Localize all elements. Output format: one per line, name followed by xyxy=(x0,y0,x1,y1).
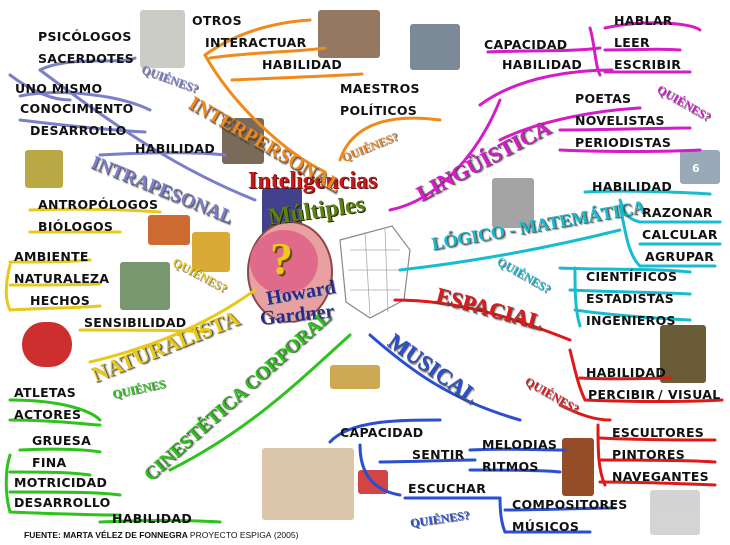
center-title-line1: Inteligencias xyxy=(248,168,378,194)
musical-item: COMPOSITORES xyxy=(512,497,628,512)
intrapersonal-item: HABILIDAD xyxy=(135,141,216,156)
logico-item: HABILIDAD xyxy=(592,179,673,194)
musical-item: RITMOS xyxy=(482,459,539,474)
espacial-item: HABILIDAD xyxy=(586,365,667,380)
espacial-item: ESCULTORES xyxy=(612,425,705,440)
linguistica-item: PERIODISTAS xyxy=(575,135,672,150)
picture-einstein xyxy=(492,178,534,228)
logico-item: CIENTÍFICOS xyxy=(586,269,678,284)
musical-item: CAPACIDAD xyxy=(340,425,424,440)
espacial-item: PINTORES xyxy=(612,447,685,462)
espacial-separator: / xyxy=(658,387,663,402)
naturalista-item: AMBIENTE xyxy=(14,249,89,264)
logico-item: ESTADISTAS xyxy=(586,291,675,306)
picture-seahorse xyxy=(148,215,190,245)
footer-author: FUENTE: MARTA VÉLEZ DE FONNEGRA xyxy=(24,530,188,540)
cinestetica-item: ATLETAS xyxy=(14,385,77,400)
naturalista-item: HECHOS xyxy=(30,293,91,308)
interpersonal-item: HABILIDAD xyxy=(262,57,343,72)
picture-flower xyxy=(22,322,72,367)
logico-item: AGRUPAR xyxy=(645,249,715,264)
cinestetica-item: GRUESA xyxy=(32,433,92,448)
linguistica-item: NOVELISTAS xyxy=(575,113,665,128)
logico-item: RAZONAR xyxy=(642,205,713,220)
picture-walking-people xyxy=(222,118,264,164)
picture-lizard xyxy=(25,150,63,188)
logico-item: INGENIEROS xyxy=(586,313,676,328)
musical-item: MÚSICOS xyxy=(512,519,580,534)
naturalista-item: ANTROPÓLOGOS xyxy=(38,197,159,212)
intrapersonal-item: PSICÓLOGOS xyxy=(38,29,132,44)
cinestetica-item: HABILIDAD xyxy=(112,511,193,526)
picture-gymnasts xyxy=(262,448,354,520)
cinestetica-item: FINA xyxy=(32,455,67,470)
computer-badge: 6 xyxy=(692,162,700,175)
picture-kiss xyxy=(318,10,380,58)
branch-musical-lines xyxy=(328,333,617,534)
head-illustration xyxy=(247,221,411,323)
interpersonal-item: POLÍTICOS xyxy=(340,103,418,118)
musical-item: SENTIR xyxy=(412,447,465,462)
picture-saxophone xyxy=(330,365,380,389)
musical-item: MELODIAS xyxy=(482,437,558,452)
intrapersonal-item: SACERDOTES xyxy=(38,51,135,66)
footer-project: PROYECTO ESPIGA xyxy=(189,530,272,540)
linguistica-item: ESCRIBIR xyxy=(614,57,682,72)
picture-child-swing xyxy=(140,10,185,68)
naturalista-item: NATURALEZA xyxy=(14,271,110,286)
linguistica-item: HABLAR xyxy=(614,13,673,28)
branch-interpersonal-lines xyxy=(203,18,442,174)
espacial-item: PERCIBIR xyxy=(588,387,656,402)
logico-item: CALCULAR xyxy=(642,227,718,242)
picture-violin xyxy=(562,438,594,496)
picture-speaker xyxy=(410,24,460,70)
picture-waterfall xyxy=(120,262,170,310)
naturalista-item: SENSIBILIDAD xyxy=(84,315,187,330)
picture-computer xyxy=(680,150,720,184)
intrapersonal-item: DESARROLLO xyxy=(30,123,127,138)
naturalista-item: BIÓLOGOS xyxy=(38,219,114,234)
linguistica-item: HABILIDAD xyxy=(502,57,583,72)
cinestetica-item: DESARROLLO xyxy=(14,495,111,510)
footer-year: (2005) xyxy=(273,530,299,540)
question-mark: ? xyxy=(270,233,293,284)
interpersonal-item: INTERACTUAR xyxy=(205,35,307,50)
interpersonal-item: MAESTROS xyxy=(340,81,420,96)
branch-linguistica-lines xyxy=(388,21,702,212)
branch-intrapersonal-lines xyxy=(8,56,257,202)
picture-mona-lisa xyxy=(660,325,706,383)
intrapersonal-item: CONOCIMIENTO xyxy=(20,101,134,116)
cinestetica-item: ACTORES xyxy=(14,407,82,422)
linguistica-item: CAPACIDAD xyxy=(484,37,568,52)
branch-espacial-lines xyxy=(393,298,724,487)
linguistica-item: POETAS xyxy=(575,91,632,106)
decorative-pictures xyxy=(22,10,720,535)
picture-dancer xyxy=(192,232,230,272)
picture-sculpture xyxy=(650,490,700,535)
intrapersonal-item: UNO MISMO xyxy=(15,81,103,96)
branch-logico-lines xyxy=(398,189,722,328)
espacial-item: VISUAL xyxy=(668,387,721,402)
linguistica-item: LEER xyxy=(614,35,650,50)
cinestetica-item: MOTRICIDAD xyxy=(14,475,108,490)
espacial-item: NAVEGANTES xyxy=(612,469,709,484)
interpersonal-item: OTROS xyxy=(192,13,242,28)
branch-naturalista-lines xyxy=(4,207,257,364)
footer-source: FUENTE: MARTA VÉLEZ DE FONNEGRA PROYECTO… xyxy=(24,530,298,540)
branch-cinestetica-lines xyxy=(4,333,352,524)
musical-item: ESCUCHAR xyxy=(408,481,487,496)
